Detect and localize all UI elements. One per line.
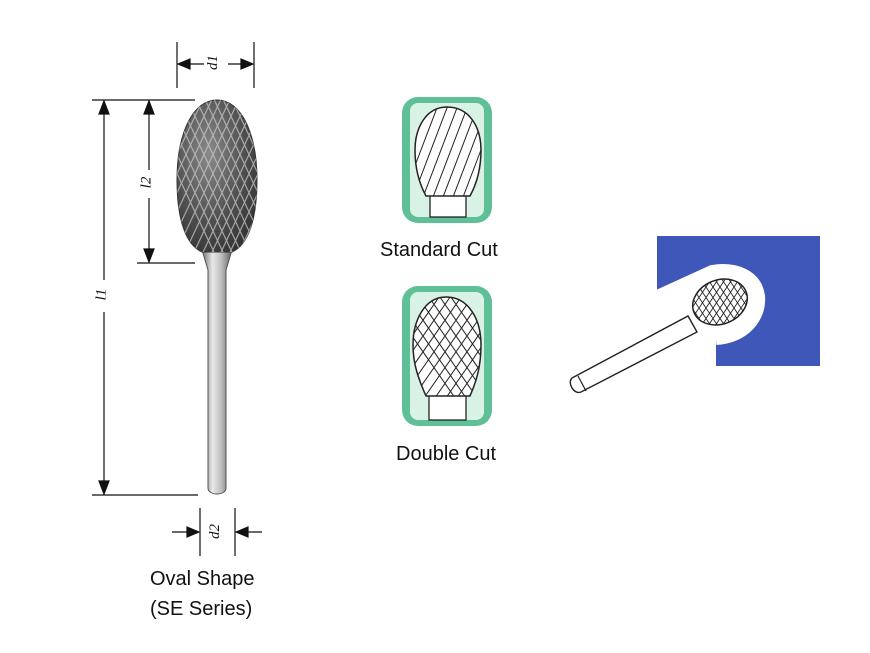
head-flute-line (177, 100, 242, 252)
head-flute-line (196, 100, 257, 252)
standard-cut-icon (402, 97, 550, 223)
head-flute-line (177, 100, 221, 252)
head-flute-line (266, 95, 346, 265)
burr-head (89, 95, 391, 265)
usage-flute-line (725, 274, 755, 333)
double-flute-line (320, 290, 400, 405)
head-flute-line (284, 95, 364, 265)
shape-caption-line2: (SE Series) (150, 598, 253, 620)
standard-flute-line (419, 107, 461, 196)
head-flute-line (275, 95, 355, 265)
standard-flute-line (510, 100, 550, 205)
head-flute-line (223, 100, 257, 252)
head-flute-line (193, 100, 257, 252)
head-flute-line (177, 100, 215, 252)
head-flute-line (177, 100, 233, 252)
head-flute-line (177, 100, 257, 252)
head-flute-line (211, 100, 257, 252)
burr-shank (201, 249, 233, 495)
head-flute-line (177, 100, 239, 252)
double-flute-line (413, 297, 467, 396)
standard-flute-line (500, 100, 540, 205)
standard-cut-caption: Standard Cut (380, 239, 498, 261)
usage-flute-line (685, 274, 715, 333)
double-flute-line (485, 290, 565, 405)
head-flute-line (232, 100, 257, 252)
burr-in-workpiece-icon (569, 236, 820, 394)
double-flute-line (413, 297, 472, 396)
dimension-lines (92, 42, 262, 556)
head-flute-line (293, 95, 373, 265)
dimension-label-d1: d1 (205, 55, 221, 70)
head-flute-line (220, 100, 257, 252)
head-flute-line (205, 100, 257, 252)
double-flute-line (440, 297, 481, 396)
double-flute-line (423, 297, 481, 396)
dimension-label-l1: l1 (93, 288, 110, 301)
standard-flute-line (449, 107, 481, 196)
head-flute-line (250, 100, 257, 252)
head-flute-line (302, 95, 382, 265)
double-flute-line (523, 290, 603, 405)
dimension-label-d2: d2 (207, 524, 223, 539)
double-flute-line (434, 297, 481, 396)
double-flute-line (413, 297, 456, 396)
double-flute-line (429, 297, 481, 396)
double-flute-line (456, 297, 481, 396)
double-flute-line (331, 290, 411, 405)
head-flute-line (256, 100, 257, 252)
head-flute-line (177, 100, 230, 252)
standard-flute-line (415, 107, 441, 196)
double-flute-line (490, 290, 570, 405)
head-flute-line (177, 100, 224, 252)
double-flute-line (413, 297, 461, 396)
head-flute-line (202, 100, 257, 252)
standard-flute-line (429, 107, 471, 196)
double-flute-line (413, 297, 478, 396)
head-flute-line (178, 100, 257, 252)
head-flute-line (214, 100, 257, 252)
double-flute-line (501, 290, 581, 405)
standard-flute-line (490, 100, 530, 205)
double-flute-line (418, 297, 481, 396)
dimension-label-l2: l2 (138, 176, 155, 189)
standard-flute-line (459, 107, 481, 196)
head-flute-line (177, 100, 206, 252)
head-flute-line (89, 95, 169, 265)
double-cut-caption: Double Cut (396, 443, 497, 465)
head-flute-line (229, 100, 257, 252)
head-flute-line (311, 95, 391, 265)
shape-caption-line1: Oval Shape (150, 568, 255, 590)
double-flute-line (451, 297, 481, 396)
head-flute-line (247, 100, 257, 252)
double-flute-line (413, 297, 445, 396)
double-flute-line (445, 297, 481, 396)
double-cut-icon (320, 286, 603, 426)
